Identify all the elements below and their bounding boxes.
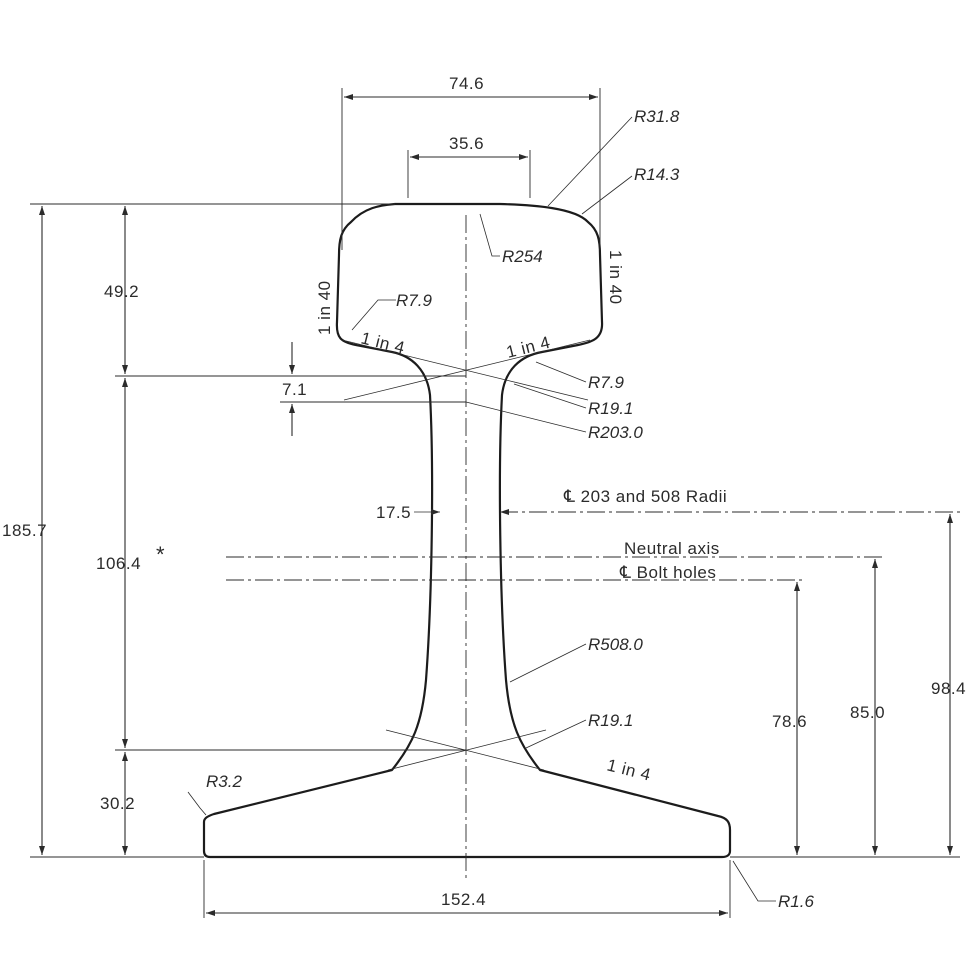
- r19-1-lower-leader: [525, 719, 587, 749]
- foot-slope-label: 1 in 4: [605, 755, 653, 784]
- radii-centre-label: ℄ 203 and 508 Radii: [563, 487, 727, 506]
- rail-profile-outline: [202, 202, 732, 859]
- foot-slope-line-b: [385, 729, 545, 771]
- neutral-height-label: 85.0: [850, 703, 885, 722]
- r31-8-label: R31.8: [634, 107, 680, 126]
- underhead-slope-line-a: [341, 339, 589, 401]
- r14-3-leader: [581, 175, 633, 215]
- r508-label: R508.0: [588, 635, 643, 654]
- r19-1-lower-label: R19.1: [588, 711, 633, 730]
- foot-depth-label: 30.2: [100, 794, 135, 813]
- foot-slope-line-a: [387, 729, 547, 771]
- r254-leader: [479, 213, 500, 257]
- r7-9-left-label: R7.9: [396, 291, 432, 310]
- underhead-left-slope-label: 1 in 4: [359, 328, 407, 357]
- r3-2-leader: [187, 791, 207, 816]
- head-depth-label: 49.2: [104, 282, 139, 301]
- head-width-label: 74.6: [449, 74, 484, 93]
- underhead-slope-line-b: [343, 339, 591, 401]
- r1-6-leader: [732, 860, 776, 902]
- r203-label: R203.0: [588, 423, 643, 442]
- r1-6-label: R1.6: [778, 892, 814, 911]
- web-thickness-arrows: [431, 509, 509, 515]
- head-left-slope-label: 1 in 40: [315, 280, 334, 335]
- bolt-holes-label: ℄ Bolt holes: [619, 563, 716, 582]
- underhead-right-slope-label: 1 in 4: [504, 333, 552, 362]
- r19-1-upper-label: R19.1: [588, 399, 633, 418]
- total-height-label: 185.7: [2, 521, 47, 540]
- head-right-slope-label: 1 in 40: [606, 250, 625, 305]
- r19-1-upper-leader: [513, 383, 587, 409]
- r7-9-right-leader: [535, 361, 587, 383]
- web-height-asterisk: *: [156, 542, 165, 567]
- web-thickness-label: 17.5: [376, 503, 411, 522]
- neutral-axis-label: Neutral axis: [624, 539, 720, 558]
- bolt-height-label: 78.6: [772, 712, 807, 731]
- r7-9-right-label: R7.9: [588, 373, 624, 392]
- fishing-offset-label: 7.1: [282, 380, 307, 399]
- web-height-label: 106.4: [96, 554, 141, 573]
- r203-leader: [465, 401, 587, 433]
- r3-2-label: R3.2: [206, 772, 242, 791]
- base-width-label: 152.4: [441, 890, 486, 909]
- radii-height-label: 98.4: [931, 679, 966, 698]
- r31-8-leader: [547, 116, 633, 207]
- r14-3-label: R14.3: [634, 165, 680, 184]
- head-top-width-label: 35.6: [449, 134, 484, 153]
- r254-label: R254: [502, 247, 543, 266]
- r7-9-left-leader: [351, 299, 396, 331]
- r508-leader: [509, 643, 587, 683]
